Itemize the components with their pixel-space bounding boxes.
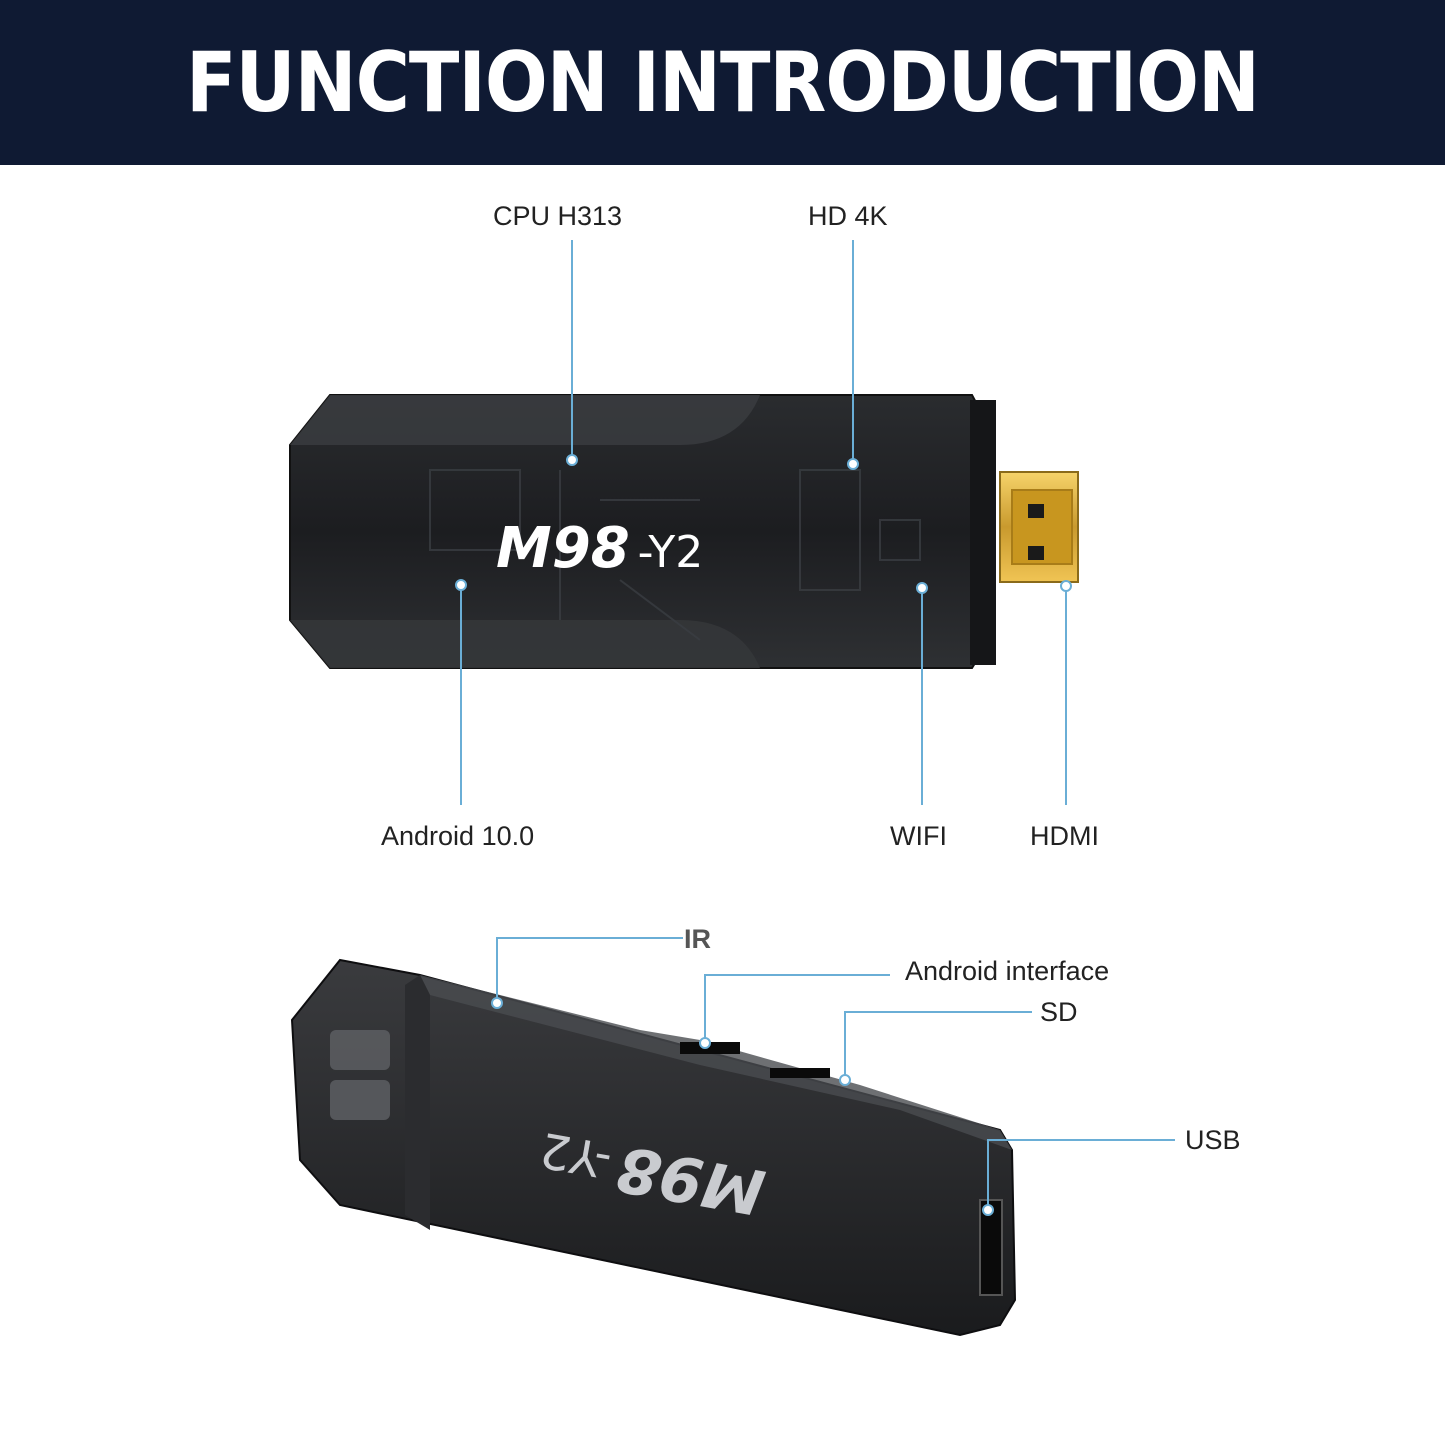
android-interface-port xyxy=(680,1042,740,1054)
page-title: FUNCTION INTRODUCTION xyxy=(186,34,1260,131)
bottom-callout-lines xyxy=(496,937,1175,1210)
device-top-view xyxy=(289,394,1079,669)
hd-label: HD 4K xyxy=(808,201,888,231)
device-bottom-view xyxy=(290,958,1017,1337)
usb-port xyxy=(979,1199,1003,1296)
top-callout-lines xyxy=(455,240,1072,805)
device-logo-suffix: -Y2 xyxy=(638,527,704,578)
wifi-label: WIFI xyxy=(890,821,947,851)
device-logo-model: M98 xyxy=(496,516,630,581)
android-interface-label: Android interface xyxy=(905,956,1110,986)
usb-label: USB xyxy=(1185,1125,1241,1155)
hdmi-label: HDMI xyxy=(1030,821,1099,851)
title-banner: FUNCTION INTRODUCTION xyxy=(0,0,1445,165)
android-version-label: Android 10.0 xyxy=(381,821,535,851)
ir-label: IR xyxy=(684,924,711,954)
cpu-label: CPU H313 xyxy=(493,201,623,231)
device-logo: M98-Y2 xyxy=(496,516,703,581)
sd-slot xyxy=(770,1068,830,1078)
sd-label: SD xyxy=(1040,997,1078,1027)
inverted-logo-suffix: -Y2 xyxy=(536,1121,616,1189)
